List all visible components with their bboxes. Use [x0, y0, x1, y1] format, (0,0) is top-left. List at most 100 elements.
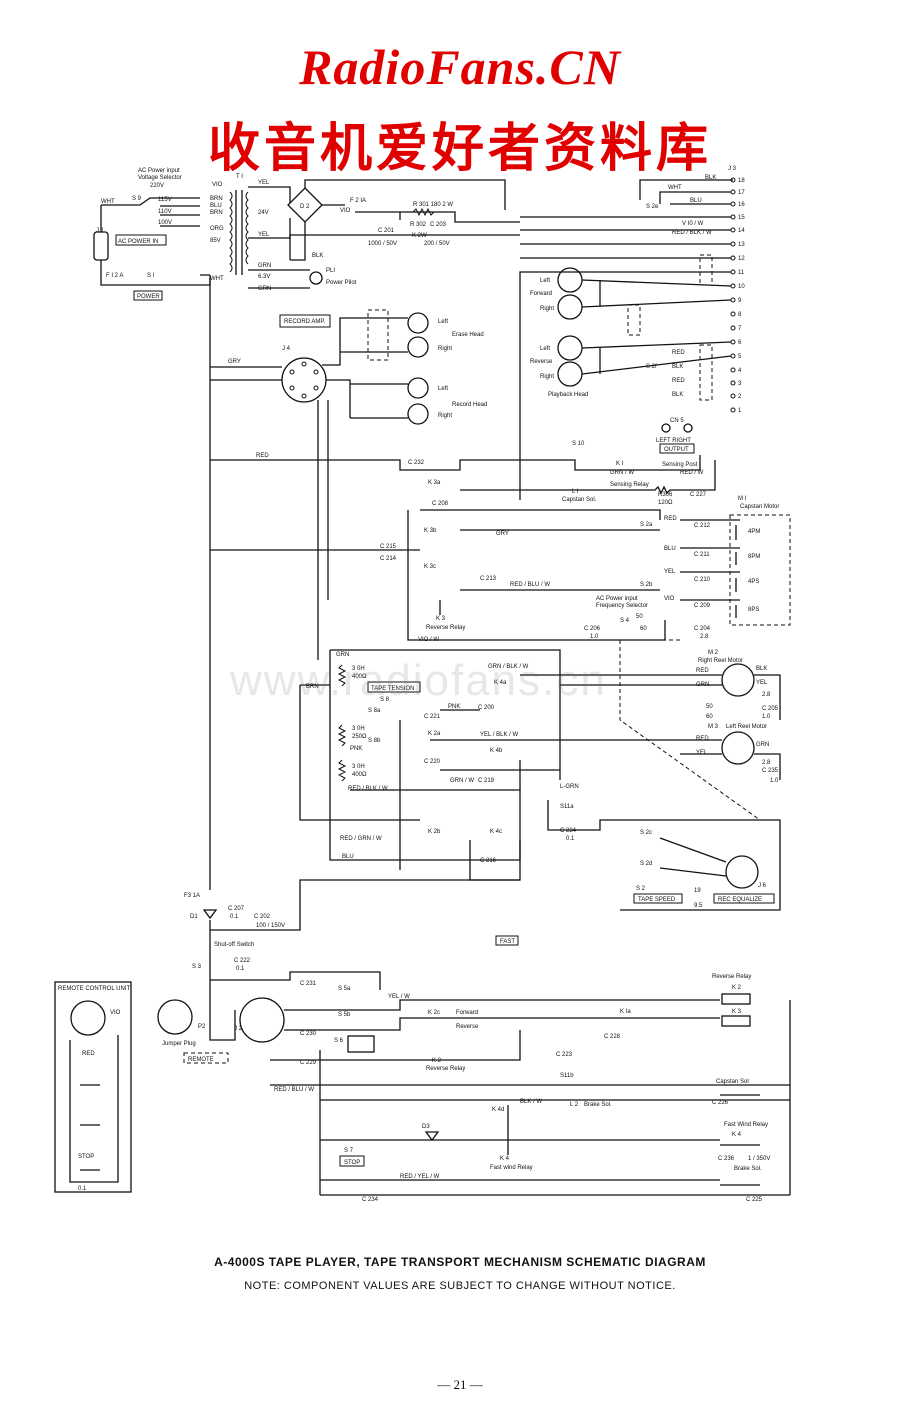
- v85-label: 85V: [210, 238, 221, 244]
- c225-label: C 225: [746, 1197, 763, 1203]
- pb-reverse-label: Reverse: [530, 359, 553, 365]
- red-label-s2f: RED: [672, 350, 685, 356]
- ac-power-input-label: AC Power input: [138, 168, 180, 174]
- shutoff-switch-label: Shut-off Switch: [214, 942, 254, 948]
- grn-label-tension: GRN: [336, 652, 349, 658]
- c208-label: C 208: [432, 501, 449, 507]
- red-label-s2f-2: RED: [672, 378, 685, 384]
- d3-label: D3: [422, 1124, 430, 1130]
- j2-label: J 2: [234, 1026, 243, 1032]
- pm8-label: 8PM: [748, 554, 760, 560]
- svg-text:18: 18: [738, 178, 745, 184]
- blk-label-s2f-2: BLK: [672, 392, 683, 398]
- output-jack-left: [661, 423, 671, 433]
- k1-label: K I: [616, 461, 624, 467]
- j6-label: J 6: [758, 883, 767, 889]
- l-grn-label: L-GRN: [560, 784, 579, 790]
- c201-label: C 201: [378, 228, 395, 234]
- svg-text:17: 17: [738, 190, 745, 196]
- blu-label-j3: BLU: [690, 198, 702, 204]
- record-head-right: [407, 403, 429, 425]
- k2c-forward-label: Forward: [456, 1010, 478, 1016]
- s7-label: S 7: [344, 1148, 354, 1154]
- svg-text:3: 3: [738, 381, 742, 387]
- j2-connector: [239, 997, 285, 1043]
- c221-label: C 221: [424, 714, 441, 720]
- c234-label: C 234: [362, 1197, 379, 1203]
- org-label: ORG: [210, 226, 224, 232]
- remote-label: REMOTE: [188, 1057, 214, 1063]
- svg-text:5: 5: [738, 354, 742, 360]
- tape-tension-box: [367, 681, 421, 693]
- k3-coil: [721, 1015, 751, 1027]
- svg-text:16: 16: [738, 202, 745, 208]
- k4a-label: K 4a: [494, 680, 507, 686]
- left-reel-motor-label: Left Reel Motor: [726, 724, 767, 730]
- pb-left-rev-label: Left: [540, 346, 550, 352]
- capstan-sol-label-right: Capstan Sol: [716, 1079, 749, 1085]
- remote-box: [183, 1052, 229, 1064]
- l2-label: L 2: [570, 1102, 579, 1108]
- k2b-label: K 2b: [428, 829, 441, 835]
- r301-label: R 301 180 2 W: [413, 202, 453, 208]
- blk-label-s2f: BLK: [672, 364, 683, 370]
- s2e-label: S 2e: [646, 204, 659, 210]
- j3-terminals: 18 17 16 15 14 13 12 11 10 9 8 7 6 5 4 3…: [730, 177, 745, 414]
- c206-value: 1.0: [590, 634, 599, 640]
- red-w-label-sensing: RED / W: [680, 470, 704, 476]
- page-number: — 21 —: [437, 1377, 483, 1392]
- playback-head-right-fwd: [557, 294, 583, 320]
- c201-value-label: 1000 / 50V: [368, 241, 397, 247]
- s5b-label: S 5b: [338, 1012, 351, 1018]
- s8a-label: S 8a: [368, 708, 381, 714]
- yel-label-motor: YEL: [664, 569, 676, 575]
- erase-head-right: [407, 336, 429, 358]
- site-brand-subtitle: 收音机爱好者资料库: [207, 119, 712, 179]
- grn-label-t1: GRN: [258, 263, 271, 269]
- yel-label-t1: YEL: [258, 180, 270, 186]
- rec-equalize-box: [713, 893, 775, 904]
- output-box: [659, 443, 695, 454]
- remote-connector: [70, 1000, 106, 1036]
- jumper-plug-p2: [157, 999, 193, 1035]
- m3-label: M 3: [708, 724, 719, 730]
- k4-label-right: K 4: [732, 1132, 742, 1138]
- reel-section: GRN BRN TAPE TENSION S 8 S 8a S 8b PNK P…: [299, 639, 781, 881]
- speed-9-5-label: 9.5: [694, 903, 703, 909]
- c236-value-label: 1 / 350V: [748, 1156, 770, 1162]
- f3-label: F3 1A: [184, 893, 200, 899]
- erase-head-label: Erase Head: [452, 332, 484, 338]
- svg-text:14: 14: [738, 228, 745, 234]
- r-3h-label-1: 3 0H: [352, 666, 365, 672]
- voltage-selector-label: Voltage Selector: [138, 175, 182, 181]
- k4-label-lower: K 4: [500, 1156, 510, 1162]
- t1-label: T I: [236, 174, 243, 180]
- red-grn-w-label: RED / GRN / W: [340, 836, 382, 842]
- blu-label: BLU: [210, 203, 222, 209]
- v115-label: 115V: [158, 197, 172, 203]
- c-2-8-label-m2: 2.8: [762, 692, 771, 698]
- s1-label: S I: [147, 273, 155, 279]
- svg-text:12: 12: [738, 256, 745, 262]
- l1-label: L I: [572, 489, 579, 495]
- playback-section: J 3 18 17 16 15 14 13 12 11 10 9 8 7 6 5…: [519, 166, 745, 500]
- jumper-plug-label: Jumper Plug: [162, 1041, 196, 1047]
- c202-label: C 202: [254, 914, 271, 920]
- reverse-relay-label-right: Reverse Relay: [712, 974, 751, 980]
- svg-text:8: 8: [738, 312, 742, 318]
- svg-text:2: 2: [738, 394, 742, 400]
- s4-label: S 4: [620, 618, 630, 624]
- k2a-label: K 2a: [428, 731, 441, 737]
- k2w-label: K 2W: [412, 233, 427, 239]
- wht-label-1: WHT: [101, 199, 115, 205]
- pnk-label-2: PNK: [448, 704, 460, 710]
- v63-label: 6.3V: [258, 274, 270, 280]
- fast-wind-relay-label-lower: Fast wind Relay: [490, 1165, 533, 1171]
- c227-label: C 227: [690, 492, 707, 498]
- k3-label-right: K 3: [732, 1009, 742, 1015]
- c224-value: 0.1: [566, 836, 575, 842]
- transformer-core: [235, 190, 243, 275]
- hz50-label: 50: [636, 614, 643, 620]
- remote-c-value: 0.1: [78, 1186, 87, 1192]
- k2c-reverse-label: Reverse: [456, 1024, 479, 1030]
